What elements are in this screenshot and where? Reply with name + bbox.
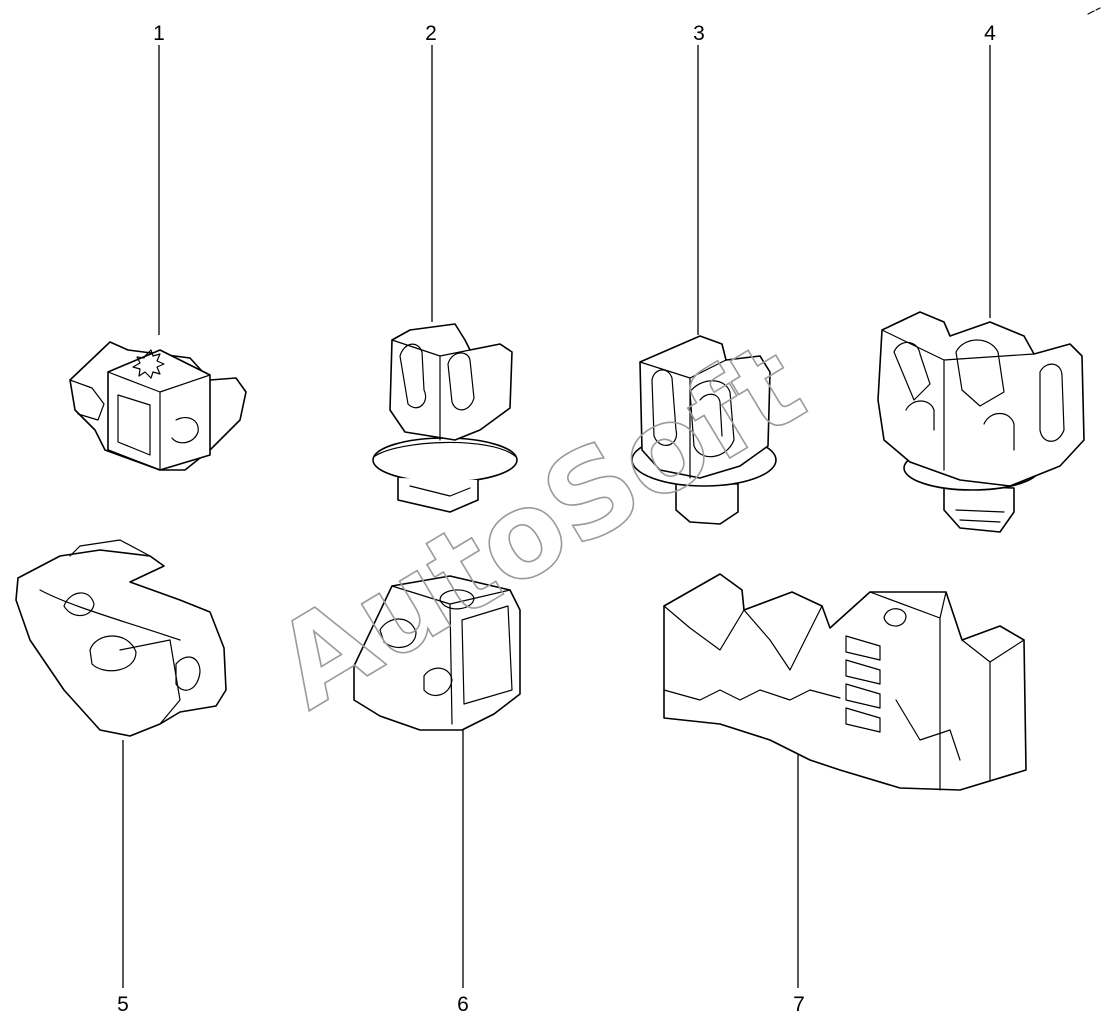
callout-number-5: 5 (117, 993, 129, 1016)
callout-number-3: 3 (693, 22, 705, 45)
callout-number-1: 1 (153, 22, 165, 45)
callout-number-2: 2 (425, 22, 437, 45)
mount-hole-icon (883, 608, 907, 627)
star-socket-icon (132, 349, 165, 379)
corner-mark-icon (1087, 7, 1101, 15)
part-7-clip (663, 573, 1027, 791)
callout-number-6: 6 (457, 993, 469, 1016)
callout-number-4: 4 (984, 22, 996, 45)
part-4-clip (877, 311, 1085, 533)
callout-number-7: 7 (793, 993, 805, 1016)
part-3-clip (631, 335, 777, 525)
part-5-clip (15, 539, 227, 737)
part-1-clip (69, 341, 247, 471)
part-2-clip (372, 323, 518, 513)
hex-hole-icon (439, 589, 475, 610)
part-6-clip (353, 575, 521, 731)
